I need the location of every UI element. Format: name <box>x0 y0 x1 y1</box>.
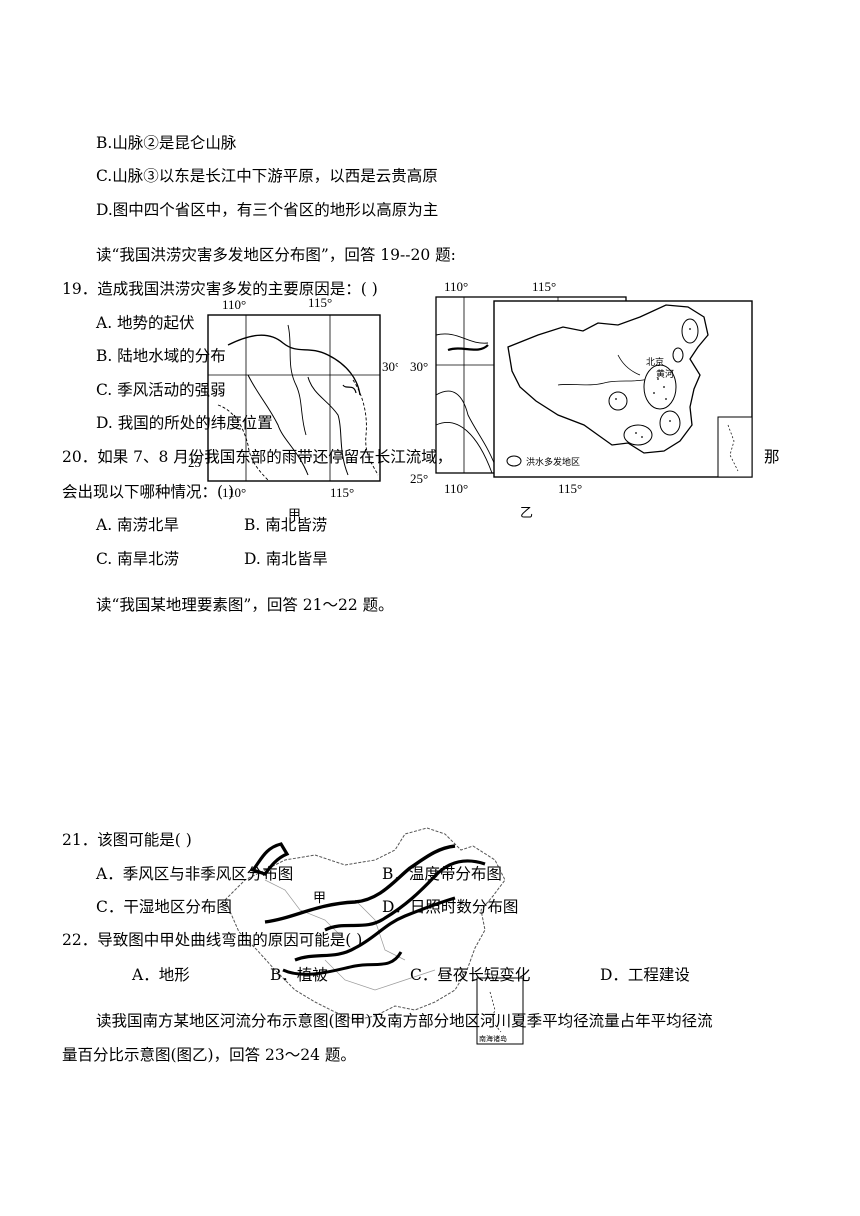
figure-yi-flood-map: 110° 115° 30° 25° 110° 115° 乙 北京 黄河 洪水多发… <box>410 279 753 520</box>
q19-stem: 19．造成我国洪涝灾害多发的主要原因是：( ) <box>62 280 378 298</box>
intro-19-20: 读“我国洪涝灾害多发地区分布图”，回答 19--20 题: <box>96 246 456 264</box>
intro-23-24-line2: 量百分比示意图(图乙)，回答 23～24 题。 <box>62 1046 356 1064</box>
q22-option-b: B．植被 <box>270 966 328 984</box>
yi-top-lon-115: 115° <box>532 279 556 294</box>
yi-bot-lon-115: 115° <box>558 481 582 496</box>
figure-china-element-map: 甲 南海诸岛 <box>224 827 524 1045</box>
q22-stem: 22．导致图中甲处曲线弯曲的原因可能是( ) <box>62 931 363 949</box>
q21-option-b: B．温度带分布图 <box>382 865 502 883</box>
q22-option-d: D．工程建设 <box>600 966 690 984</box>
q20-line2: 会出现以下哪种情况：( ) <box>62 483 235 501</box>
yi-caption: 乙 <box>520 505 533 520</box>
q18-option-c: C.山脉③以东是长江中下游平原，以西是云贵高原 <box>96 167 438 185</box>
jia-bot-lon-110: 110° <box>222 485 246 500</box>
jia-lat-30: 30° <box>382 359 398 374</box>
yi-beijing-label: 北京 <box>646 356 664 367</box>
q22-option-c: C．昼夜长短变化 <box>410 966 531 984</box>
q18-option-d: D.图中四个省区中，有三个省区的地形以高原为主 <box>96 201 439 219</box>
q20-stem-tail: 那 <box>764 448 780 466</box>
yi-lat-30: 30° <box>410 359 428 374</box>
q21-option-d: D．日照时数分布图 <box>382 898 519 916</box>
intro-21-22: 读“我国某地理要素图”，回答 21～22 题。 <box>96 596 394 614</box>
jia-lat-25: 25 <box>188 455 201 470</box>
q21-stem: 21．该图可能是( ) <box>62 831 192 849</box>
yi-bot-lon-110: 110° <box>444 481 468 496</box>
map-inset-label: 南海诸岛 <box>479 1034 507 1043</box>
q20-option-d: D. 南北皆旱 <box>244 550 328 568</box>
q20-option-a: A. 南涝北旱 <box>96 516 180 534</box>
jia-top-lon-115: 115° <box>308 295 332 310</box>
map-marker-jia: 甲 <box>313 890 326 905</box>
q19-option-a: A. 地势的起伏 <box>96 314 195 332</box>
yi-top-lon-110: 110° <box>444 279 468 294</box>
jia-caption: 甲 <box>288 507 301 522</box>
yi-lat-25: 25° <box>410 471 428 486</box>
q21-option-a: A．季风区与非季风区分布图 <box>96 865 294 883</box>
q19-option-b: B. 陆地水域的分布 <box>96 347 226 365</box>
figure-jia-river-map: 110° 115° 30° 25 110° 115° 甲 <box>188 295 398 522</box>
jia-bot-lon-115: 115° <box>330 485 354 500</box>
q20-option-c: C. 南旱北涝 <box>96 550 180 568</box>
q18-option-b: B.山脉②是昆仑山脉 <box>96 134 237 152</box>
q19-option-c: C. 季风活动的强弱 <box>96 381 226 399</box>
q20-option-b: B. 南北皆涝 <box>244 516 328 534</box>
q20-stem: 20．如果 7、8 月份我国东部的雨带还停留在长江流域， <box>62 448 453 466</box>
yi-legend-label: 洪水多发地区 <box>526 456 580 467</box>
jia-top-lon-110: 110° <box>222 297 246 312</box>
yi-river-label: 黄河 <box>656 368 674 379</box>
q21-option-c: C．干湿地区分布图 <box>96 898 232 916</box>
intro-23-24-line1: 读我国南方某地区河流分布示意图(图甲)及南方部分地区河川夏季平均径流量占年平均径… <box>96 1012 713 1030</box>
q22-option-a: A．地形 <box>132 966 190 984</box>
q19-option-d: D. 我国的所处的纬度位置 <box>96 414 273 432</box>
